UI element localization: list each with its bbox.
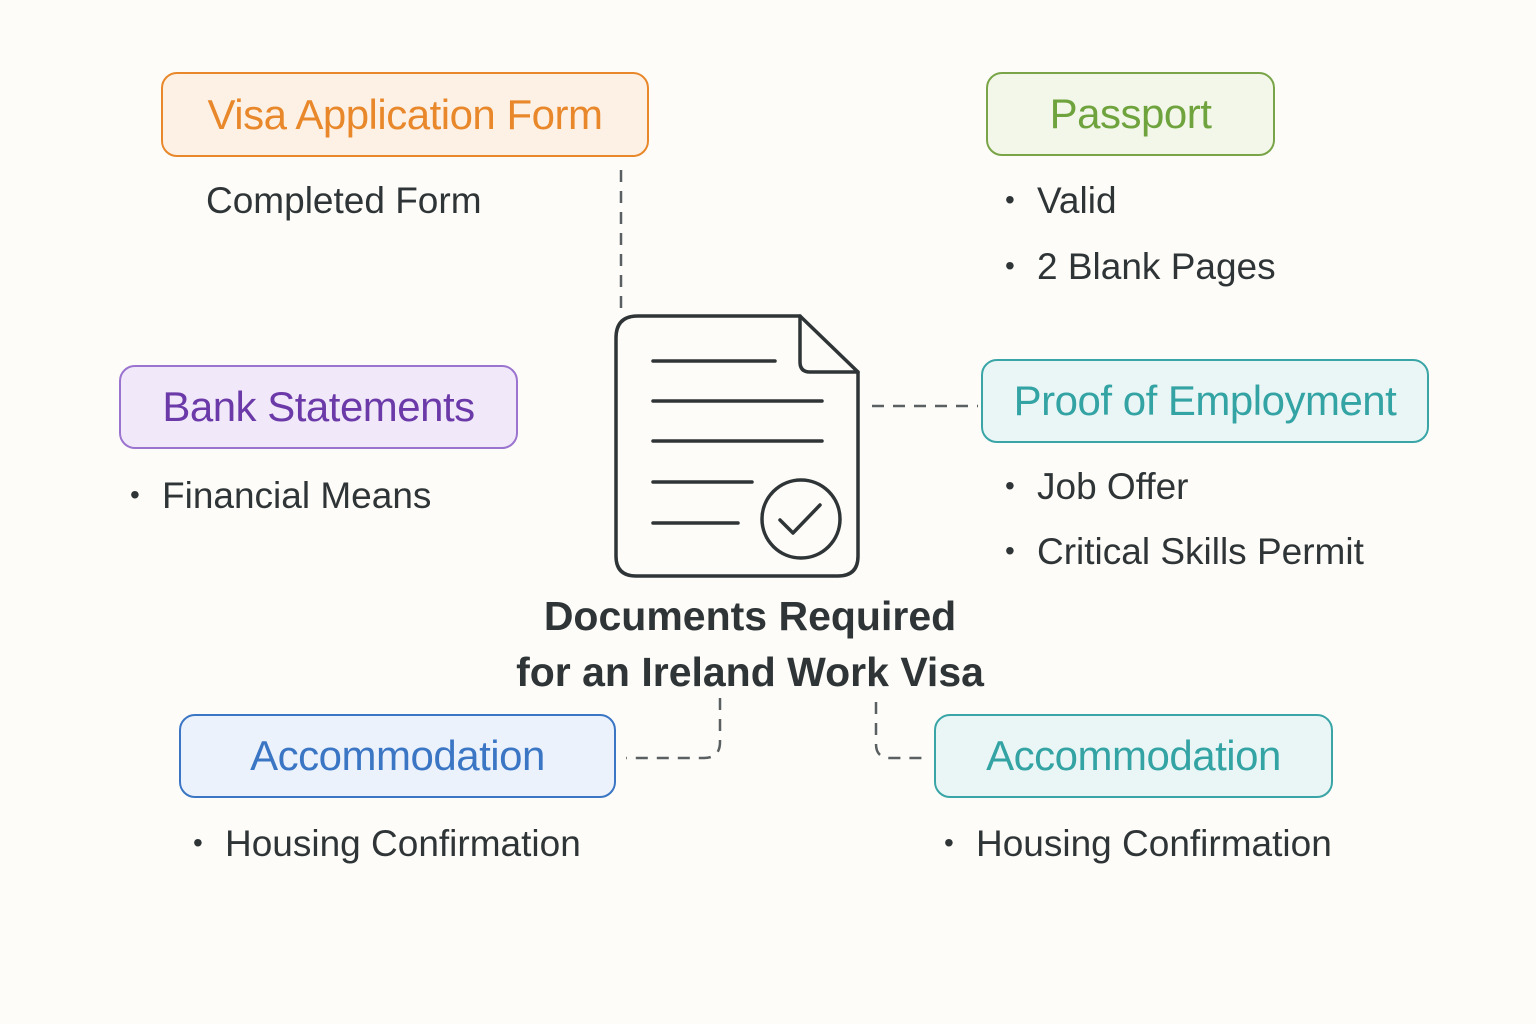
node-accommodation-left: Accommodation <box>179 714 616 798</box>
node-item: Valid <box>1005 180 1117 222</box>
node-item: Critical Skills Permit <box>1005 531 1364 573</box>
document-outline <box>614 314 860 578</box>
checkmark-icon <box>778 503 822 535</box>
node-item: Housing Confirmation <box>193 823 581 865</box>
node-passport: Passport <box>986 72 1275 156</box>
node-label: Proof of Employment <box>1013 377 1397 424</box>
diagram-title: Documents Required for an Ireland Work V… <box>450 588 1050 700</box>
node-bank-statements: Bank Statements <box>119 365 518 449</box>
title-line-2: for an Ireland Work Visa <box>516 649 984 695</box>
check-circle <box>760 478 842 560</box>
title-line-1: Documents Required <box>543 593 957 639</box>
node-item: Financial Means <box>130 475 431 517</box>
node-label: Passport <box>1049 90 1212 137</box>
node-proof-of-employment: Proof of Employment <box>981 359 1429 443</box>
document-check-icon <box>614 314 860 578</box>
node-label: Accommodation <box>250 732 545 779</box>
document-fold <box>798 314 860 374</box>
connector-accommodation-left <box>626 698 722 760</box>
node-accommodation-right: Accommodation <box>934 714 1333 798</box>
connector-accommodation-right <box>874 702 930 760</box>
node-item: Job Offer <box>1005 466 1189 508</box>
node-label: Visa Application Form <box>207 90 603 138</box>
node-item: Completed Form <box>206 180 482 221</box>
node-visa-application-form: Visa Application Form <box>161 72 649 157</box>
node-item: Housing Confirmation <box>944 823 1332 865</box>
node-label: Bank Statements <box>162 383 475 430</box>
node-item: 2 Blank Pages <box>1005 246 1276 288</box>
node-label: Accommodation <box>986 732 1281 779</box>
